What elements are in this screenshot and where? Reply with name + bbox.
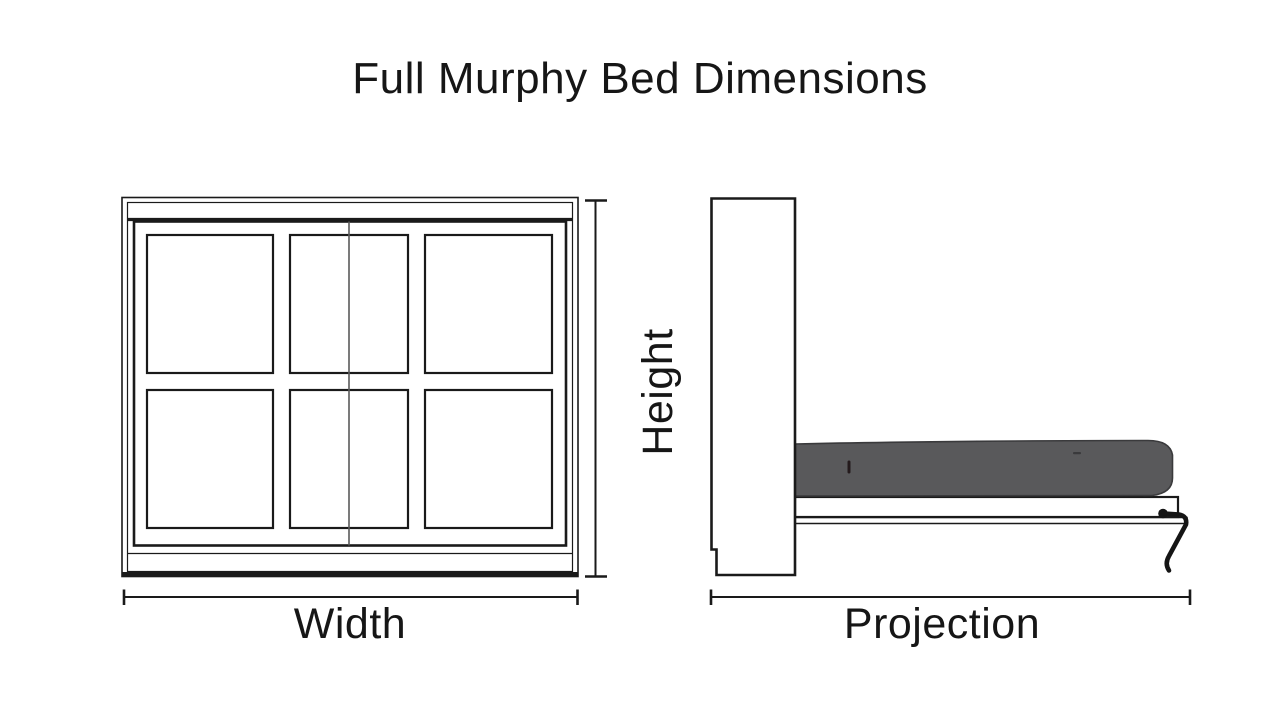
cabinet-side-profile xyxy=(710,197,797,577)
cabinet-inner-edge xyxy=(126,201,574,573)
door-panel-top-left xyxy=(145,233,275,375)
mattress xyxy=(794,439,1174,497)
door-panels xyxy=(145,233,554,530)
projection-label: Projection xyxy=(843,600,1041,648)
height-dimension xyxy=(585,199,607,578)
cabinet-outer-edge xyxy=(121,196,579,578)
door-panel-bottom-left xyxy=(145,388,275,530)
side-view xyxy=(709,197,1192,605)
width-label: Width xyxy=(293,600,407,648)
mattress-top-mark xyxy=(1073,452,1081,455)
projection-dimension xyxy=(709,589,1192,605)
bed-platform xyxy=(793,495,1180,519)
door-face-frame xyxy=(132,220,568,547)
folded-door-panel xyxy=(794,516,1188,525)
front-view xyxy=(121,196,607,605)
width-dimension xyxy=(122,589,579,605)
door-panel-bottom-right xyxy=(423,388,554,530)
door-panel-top-right xyxy=(423,233,554,375)
mattress-seam-mark xyxy=(847,460,851,474)
support-leg xyxy=(1161,511,1189,573)
page-title: Full Murphy Bed Dimensions xyxy=(352,54,928,103)
height-label: Height xyxy=(633,328,682,456)
